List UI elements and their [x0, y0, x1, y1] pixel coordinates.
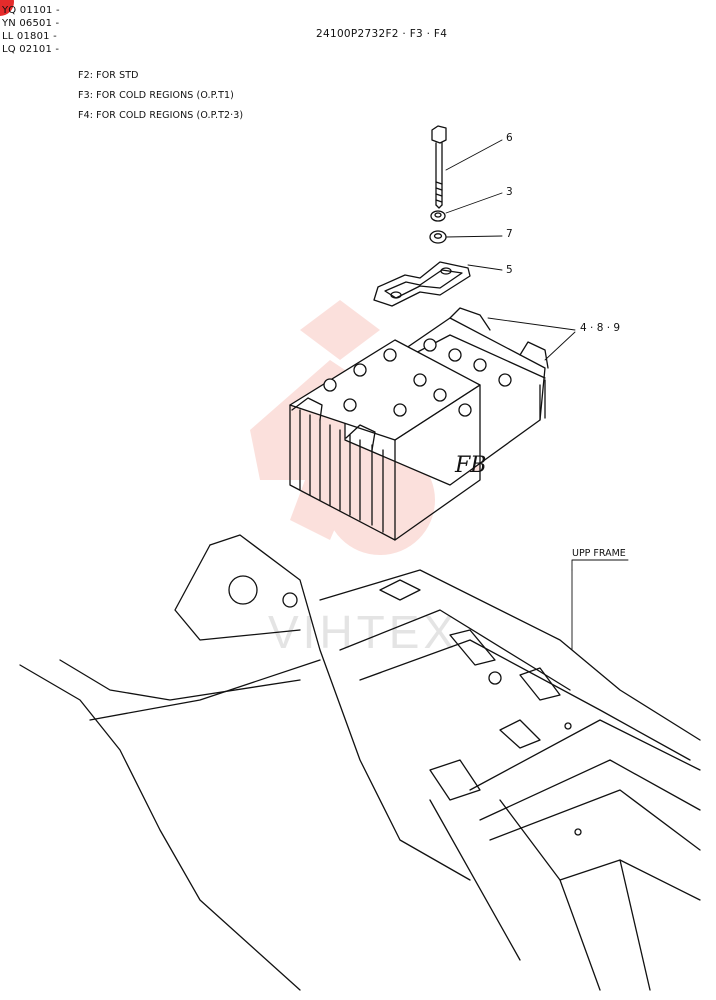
- variant-list: F2: FOR STD F3: FOR COLD REGIONS (O.P.T1…: [78, 66, 243, 126]
- serial-number: YN 06501 -: [2, 18, 60, 29]
- serial-number: YQ 01101 -: [2, 5, 60, 16]
- callout-battery: 4 · 8 · 9: [580, 322, 621, 334]
- serial-number: LQ 02101 -: [2, 44, 60, 55]
- variant-item: F3: FOR COLD REGIONS (O.P.T1): [78, 90, 234, 101]
- part-number: 24100P2732F2 · F3 · F4: [316, 28, 448, 40]
- callout-washer: 3: [506, 186, 513, 198]
- hold-down-bracket: [373, 261, 471, 307]
- battery-front: [289, 338, 512, 541]
- callout-bolt: 6: [506, 132, 513, 144]
- leader-lines: [445, 139, 629, 651]
- callout-spring-washer: 7: [506, 228, 513, 240]
- variant-item: F2: FOR STD: [78, 70, 139, 81]
- callout-bracket: 5: [506, 264, 513, 276]
- callout-upper-frame: UPP FRAME: [572, 548, 626, 559]
- serial-number: LL 01801 -: [2, 31, 57, 42]
- washer: [430, 210, 446, 222]
- variant-item: F4: FOR COLD REGIONS (O.P.T2·3): [78, 110, 244, 121]
- serial-number-list: YQ 01101 - YN 06501 - LL 01801 - LQ 0210…: [2, 4, 60, 56]
- upper-frame: [19, 534, 701, 991]
- spring-washer: [429, 230, 447, 244]
- battery-brand-label: FB: [454, 453, 486, 478]
- watermark-text: VIHTEX: [268, 606, 458, 658]
- hex-bolt: [431, 125, 447, 209]
